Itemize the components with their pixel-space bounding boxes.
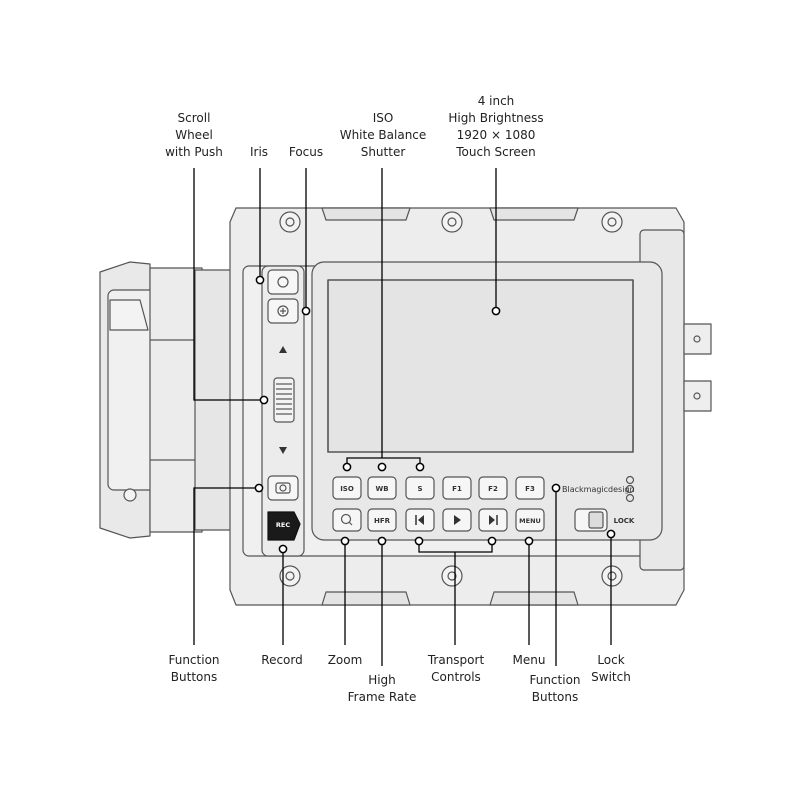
rec-button[interactable] — [267, 511, 301, 541]
iso-button[interactable] — [332, 476, 362, 500]
f2-button[interactable] — [478, 476, 508, 500]
f3-button[interactable] — [515, 476, 545, 500]
hfr-button[interactable] — [367, 508, 397, 532]
leader-lines — [193, 168, 612, 666]
f1-button[interactable] — [442, 476, 472, 500]
menu-label: MENU — [519, 517, 541, 525]
callout-scroll-wheel: Scroll Wheel with Push — [165, 111, 223, 159]
callout-menu: Menu — [512, 653, 546, 667]
iris-button[interactable] — [267, 269, 299, 295]
rec-label: REC — [276, 521, 290, 529]
function-button-left[interactable] — [267, 475, 299, 501]
leader-dots — [254, 275, 616, 554]
wb-button[interactable] — [367, 476, 397, 500]
zoom-button[interactable] — [332, 508, 362, 532]
callout-focus: Focus — [288, 145, 324, 159]
callout-iris: Iris — [249, 145, 269, 159]
button-row-2 — [332, 508, 545, 532]
brand-logo: Blackmagicdesign — [562, 485, 635, 494]
callout-zoom: Zoom — [327, 653, 363, 667]
button-row-1 — [332, 476, 545, 500]
callout-transport-controls: Transport Controls — [427, 653, 485, 684]
touch-screen[interactable] — [311, 261, 663, 541]
callout-function-buttons-right: Function Buttons — [529, 673, 581, 704]
callout-touch-screen: 4 inch High Brightness 1920 × 1080 Touch… — [448, 94, 544, 159]
f2-label: F2 — [488, 485, 498, 493]
shutter-label: S — [417, 485, 422, 493]
shutter-button[interactable] — [405, 476, 435, 500]
lock-label: LOCK — [614, 517, 635, 525]
scroll-wheel[interactable] — [273, 346, 295, 454]
hfr-label: HFR — [374, 517, 391, 525]
wb-label: WB — [375, 485, 388, 493]
f3-label: F3 — [525, 485, 535, 493]
menu-button[interactable] — [515, 508, 545, 532]
callout-function-buttons-left: Function Buttons — [168, 653, 220, 684]
callout-high-frame-rate: High Frame Rate — [347, 673, 417, 704]
f1-label: F1 — [452, 485, 462, 493]
iso-label: ISO — [340, 485, 354, 493]
callout-iso-wb-shutter: ISO White Balance Shutter — [339, 111, 427, 159]
callout-record: Record — [261, 653, 303, 667]
callout-lock-switch: Lock Switch — [591, 653, 631, 684]
